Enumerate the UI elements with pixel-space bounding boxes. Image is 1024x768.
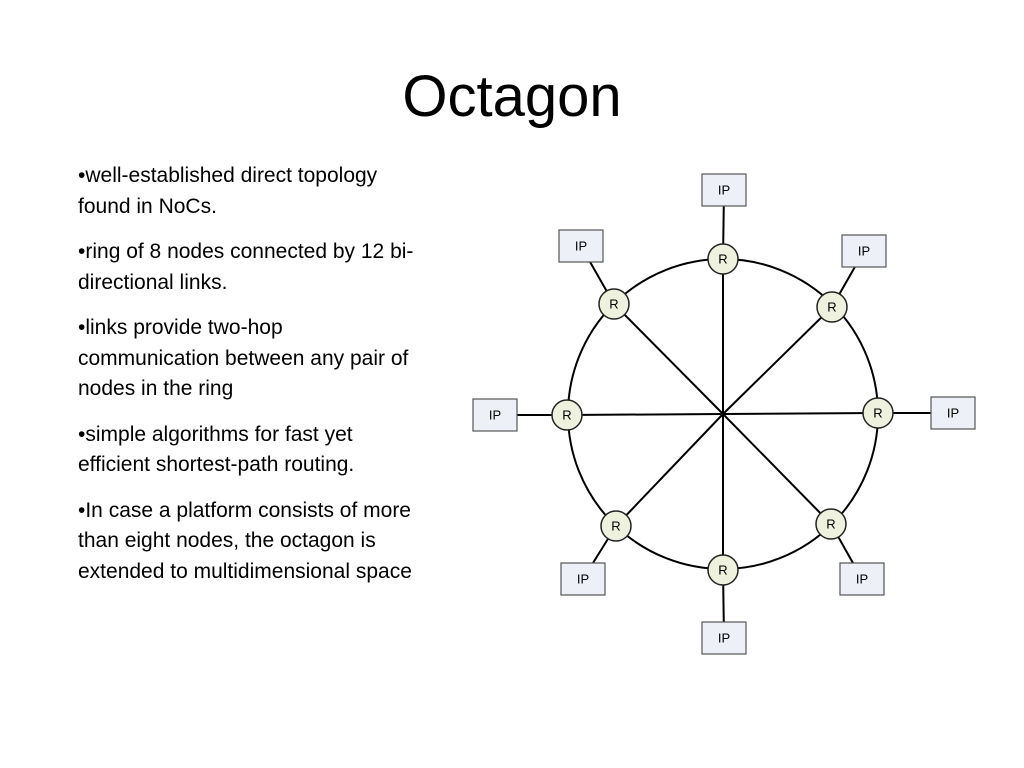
link-top-right [722, 306, 833, 415]
router-bottom-right: R [815, 508, 847, 540]
router-bottom-left: R [600, 510, 632, 542]
ip-box [839, 562, 885, 596]
cross-links [566, 259, 879, 570]
router-top-left: R [598, 288, 630, 320]
bullet-item: •links provide two-hop communication bet… [78, 316, 409, 400]
ip-block-bottom-left: IP [560, 562, 606, 596]
router-node [598, 288, 630, 320]
router-label: R [562, 408, 571, 423]
router-node [551, 399, 583, 431]
router-bottom: R [707, 554, 739, 586]
ip-box [701, 621, 747, 655]
ip-block-bottom-right: IP [839, 562, 885, 596]
ip-box [560, 562, 606, 596]
router-right: R [862, 397, 894, 429]
slide-title: Octagon [402, 64, 622, 129]
router-label: R [718, 563, 727, 578]
ip-block-bottom: IP [701, 621, 747, 655]
router-node [707, 243, 739, 275]
bullet-item: •ring of 8 nodes connected by 12 bi-dire… [78, 240, 414, 294]
router-node [707, 554, 739, 586]
ip-box [701, 173, 747, 207]
ip-block-top-right: IP [841, 234, 887, 268]
ip-box [930, 396, 976, 430]
router-label: R [873, 406, 882, 421]
ip-label: IP [718, 183, 730, 198]
bullet-item: •In case a platform consists of more tha… [78, 498, 412, 583]
router-top: R [707, 243, 739, 275]
router-node [815, 508, 847, 540]
ip-label: IP [947, 406, 959, 421]
router-label: R [609, 297, 618, 312]
router-node [600, 510, 632, 542]
link-top-left [613, 303, 724, 415]
router-label: R [718, 252, 727, 267]
ip-box [558, 229, 604, 263]
ip-box [841, 234, 887, 268]
ip-block-top: IP [701, 173, 747, 207]
ip-block-top-left: IP [558, 229, 604, 263]
link-bottom-right [722, 413, 832, 525]
ip-box [472, 398, 518, 432]
ip-label: IP [489, 408, 501, 423]
router-label: R [826, 517, 835, 532]
ip-block-left: IP [472, 398, 518, 432]
link-right [722, 412, 879, 415]
ip-label: IP [577, 572, 589, 587]
router-node [816, 291, 848, 323]
routers: R R R R R R R R [551, 243, 894, 586]
ip-label: IP [856, 572, 868, 587]
router-node [862, 397, 894, 429]
router-label: R [827, 300, 836, 315]
ip-label: IP [575, 239, 587, 254]
bullet-item: •well-established direct topology found … [78, 164, 378, 218]
ip-block-right: IP [930, 396, 976, 430]
bullet-list: •well-established direct topology found … [78, 161, 428, 602]
bullet-item: •simple algorithms for fast yet efficien… [78, 422, 355, 477]
ip-label: IP [718, 631, 730, 646]
router-label: R [611, 519, 620, 534]
router-top-right: R [816, 291, 848, 323]
link-left [566, 413, 724, 416]
router-left: R [551, 399, 583, 431]
ip-label: IP [858, 244, 870, 259]
link-bottom-left [615, 413, 724, 527]
ip-blocks: IP IP IP IP IP IP IP IP [472, 173, 976, 655]
